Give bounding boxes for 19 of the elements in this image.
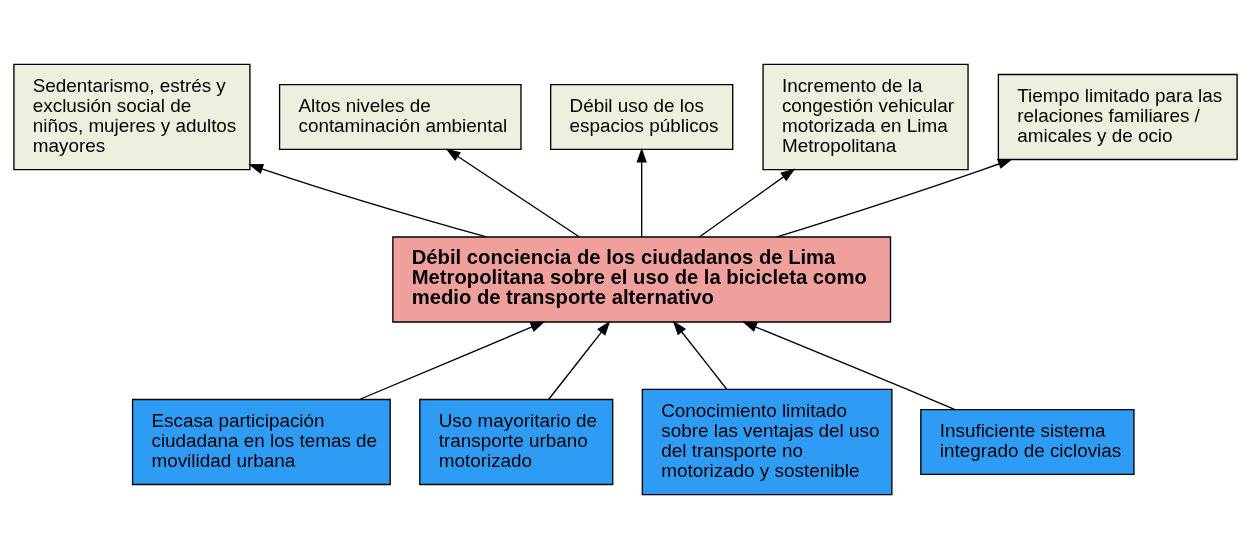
arrow xyxy=(742,321,956,411)
node-box: Débil conciencia de los ciudadanos de Lima Metropolitana sobre el uso de la bicicleta como medio de transporte alternativo xyxy=(392,236,892,323)
node-box: Escasa participación ciudadana en los temas de movilidad urbana xyxy=(131,398,391,486)
arrow xyxy=(776,158,1013,238)
node-box: Incremento de la congestión vehicular motorizada en Lima Metropolitana xyxy=(762,63,969,171)
arrow xyxy=(698,168,796,238)
node-box: Altos niveles de contaminación ambiental xyxy=(278,83,522,151)
arrow xyxy=(636,147,647,238)
node-box: Uso mayoritario de transporte urbano motorizado xyxy=(419,398,614,486)
node-box: Tiempo limitado para las relaciones familiares / amicales y de ocio xyxy=(997,73,1238,161)
node-box: Insuficiente sistema integrado de ciclovias xyxy=(920,408,1135,476)
node-box: Débil uso de los espacios públicos xyxy=(549,83,734,151)
node-box: Sedentarismo, estrés y exclusión social de niños, mujeres y adultos mayores xyxy=(13,63,251,171)
arrow xyxy=(672,320,728,390)
arrow xyxy=(248,164,488,238)
arrow xyxy=(445,148,581,238)
node-box: Conocimiento limitado sobre las ventajas del uso del transporte no motorizado y sostenible xyxy=(641,388,893,496)
arrow xyxy=(358,321,546,401)
arrow xyxy=(547,320,611,401)
